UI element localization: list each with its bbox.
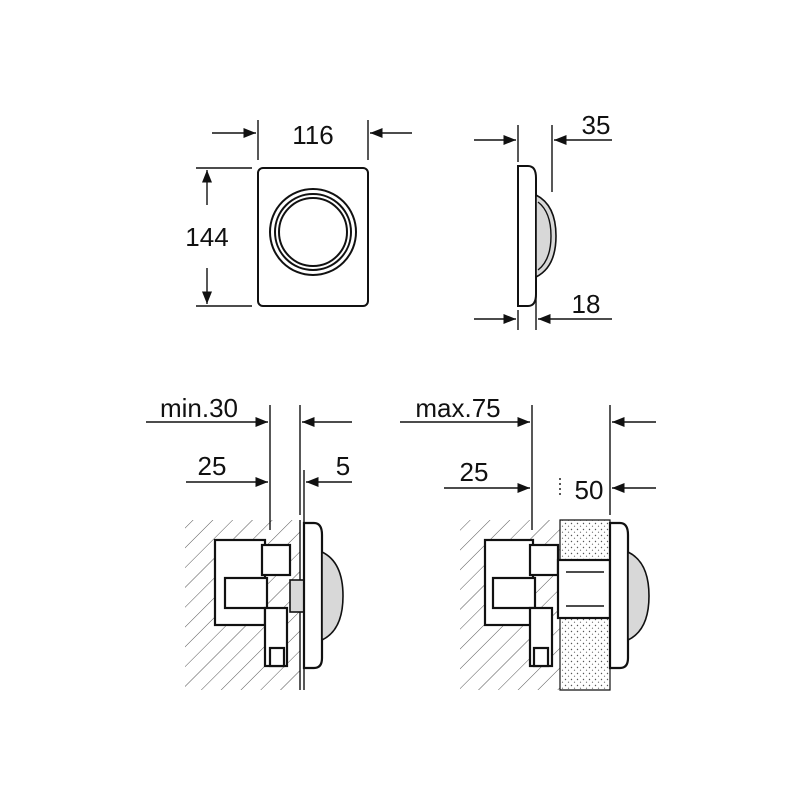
side-view: 35 18 — [474, 110, 612, 330]
dim-front-depth: 18 — [572, 289, 601, 319]
front-view: 116 144 — [185, 120, 412, 307]
dim-total-depth: 35 — [582, 110, 611, 140]
dome-highlight — [537, 201, 552, 271]
button-ring-middle — [274, 193, 352, 271]
install-min-view: min.30 25 5 — [146, 393, 352, 690]
actuator-pin — [289, 579, 305, 613]
plate-outline — [257, 167, 369, 307]
button-dome-section — [627, 550, 650, 642]
dim-min-cover: min.30 — [160, 393, 238, 423]
valve-connector — [223, 576, 269, 610]
button-face — [278, 197, 348, 267]
dim-plate-height: 144 — [185, 222, 228, 252]
valve-connector — [491, 576, 537, 610]
plate-side-profile — [517, 165, 537, 307]
plate-section — [608, 521, 630, 670]
dim-tile-thickness: 5 — [336, 451, 350, 481]
button-dome — [535, 193, 557, 279]
valve-nut — [532, 646, 550, 668]
extension-sleeve — [556, 558, 612, 620]
dim-right-inset: 25 — [460, 457, 489, 487]
dim-max-cover: max.75 — [415, 393, 500, 423]
valve-nut — [268, 646, 286, 668]
dim-plate-width: 116 — [292, 120, 333, 150]
dim-extension: 50 — [575, 475, 604, 505]
dim-left-inset: 25 — [198, 451, 227, 481]
plate-section — [302, 521, 324, 670]
button-ring-outer — [269, 188, 357, 276]
valve-top — [528, 543, 560, 577]
button-dome-section — [321, 550, 344, 642]
install-max-view: max.75 25 50 — [400, 393, 656, 691]
valve-top — [260, 543, 292, 577]
